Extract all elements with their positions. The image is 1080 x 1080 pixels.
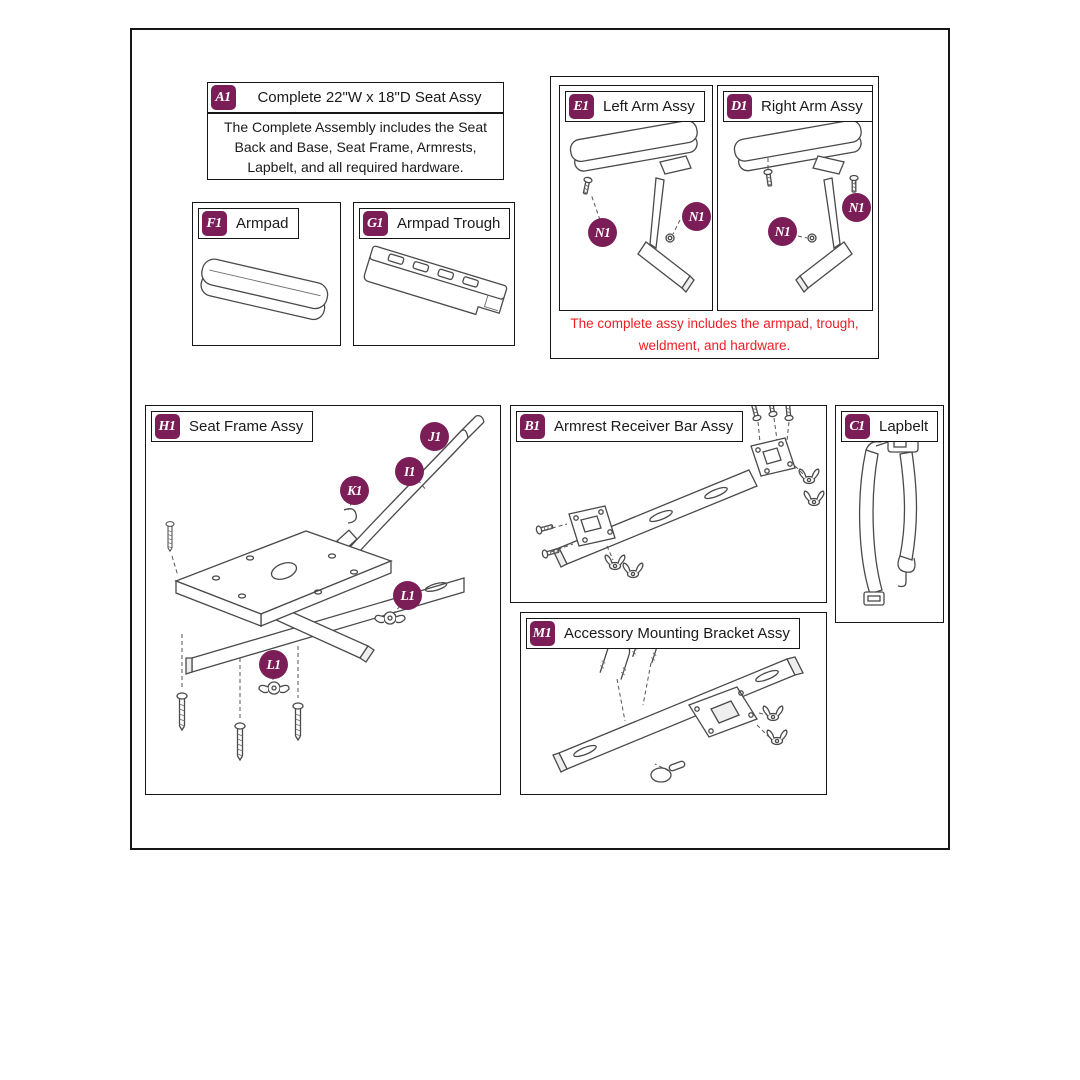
badge-e1: E1 bbox=[568, 94, 594, 119]
arm-group-note: The complete assy includes the armpad, t… bbox=[551, 313, 878, 356]
callout-n1: N1 bbox=[768, 217, 797, 246]
left-arm-drawing bbox=[569, 120, 698, 294]
badge-h1: H1 bbox=[154, 414, 180, 439]
mounting-bracket-drawing bbox=[552, 626, 804, 783]
armpad-trough-drawing bbox=[363, 245, 508, 316]
badge-f1: F1 bbox=[201, 211, 227, 236]
right-arm-drawing bbox=[733, 119, 862, 294]
armpad-trough-title: Armpad Trough bbox=[397, 215, 501, 232]
panel-receiver-bar: B1 Armrest Receiver Bar Assy bbox=[510, 405, 827, 603]
seat-frame-drawing bbox=[165, 414, 485, 761]
right-arm-title: Right Arm Assy bbox=[761, 98, 863, 115]
left-arm-title: Left Arm Assy bbox=[603, 98, 695, 115]
panel-label-receiver-bar: B1 Armrest Receiver Bar Assy bbox=[516, 411, 744, 442]
callout-l1: L1 bbox=[259, 650, 288, 679]
callout-n1: N1 bbox=[842, 193, 871, 222]
callout-l1: L1 bbox=[393, 581, 422, 610]
callout-k1: K1 bbox=[340, 476, 369, 505]
badge-a1: A1 bbox=[210, 85, 236, 110]
panel-label-seat-assy: A1 Complete 22"W x 18"D Seat Assy bbox=[207, 82, 504, 113]
panel-mounting-bracket: M1 Accessory Mounting Bracket Assy bbox=[520, 612, 827, 795]
callout-n1: N1 bbox=[588, 218, 617, 247]
panel-seat-frame: H1 Seat Frame Assy J1 I1 K1 L1 L1 bbox=[145, 405, 501, 795]
panel-arm-group: E1 Left Arm Assy N1 N1 bbox=[550, 76, 879, 359]
panel-right-arm: D1 Right Arm Assy N1 N1 bbox=[717, 85, 873, 311]
seat-assy-description-line: Back and Base, Seat Frame, Armrests, bbox=[234, 139, 477, 156]
panel-armpad-trough: G1 Armpad Trough bbox=[353, 202, 515, 346]
mounting-bracket-title: Accessory Mounting Bracket Assy bbox=[564, 625, 790, 642]
badge-c1: C1 bbox=[844, 414, 870, 439]
seat-assy-description-line: The Complete Assembly includes the Seat bbox=[223, 119, 488, 135]
receiver-bar-title: Armrest Receiver Bar Assy bbox=[554, 418, 734, 435]
badge-d1: D1 bbox=[726, 94, 752, 119]
armpad-drawing bbox=[200, 258, 329, 321]
badge-g1: G1 bbox=[362, 211, 388, 236]
seat-assy-description-line: Lapbelt, and all required hardware. bbox=[247, 159, 464, 176]
badge-m1: M1 bbox=[529, 621, 555, 646]
diagram-frame: A1 Complete 22"W x 18"D Seat Assy The Co… bbox=[130, 28, 950, 850]
callout-j1: J1 bbox=[420, 422, 449, 451]
seat-frame-title: Seat Frame Assy bbox=[189, 418, 304, 435]
panel-left-arm: E1 Left Arm Assy N1 N1 bbox=[559, 85, 713, 311]
seat-assy-description: The Complete Assembly includes the Seat … bbox=[207, 113, 504, 180]
arm-group-note-line: weldment, and hardware. bbox=[638, 337, 791, 353]
panel-label-mounting-bracket: M1 Accessory Mounting Bracket Assy bbox=[526, 618, 800, 649]
lapbelt-title: Lapbelt bbox=[879, 418, 929, 435]
callout-n1: N1 bbox=[682, 202, 711, 231]
arm-group-note-line: The complete assy includes the armpad, t… bbox=[570, 316, 859, 331]
panel-armpad: F1 Armpad bbox=[192, 202, 341, 346]
panel-label-right-arm: D1 Right Arm Assy bbox=[723, 91, 873, 122]
seat-assy-title: Complete 22"W x 18"D Seat Assy bbox=[257, 89, 482, 106]
callout-i1: I1 bbox=[395, 457, 424, 486]
panel-lapbelt: C1 Lapbelt bbox=[835, 405, 944, 623]
panel-label-lapbelt: C1 Lapbelt bbox=[841, 411, 939, 442]
panel-label-seat-frame: H1 Seat Frame Assy bbox=[151, 411, 314, 442]
panel-label-left-arm: E1 Left Arm Assy bbox=[565, 91, 705, 122]
panel-label-armpad-trough: G1 Armpad Trough bbox=[359, 208, 511, 239]
badge-b1: B1 bbox=[519, 414, 545, 439]
receiver-bar-drawing bbox=[534, 406, 825, 579]
panel-label-armpad: F1 Armpad bbox=[198, 208, 299, 239]
armpad-title: Armpad bbox=[236, 215, 289, 232]
